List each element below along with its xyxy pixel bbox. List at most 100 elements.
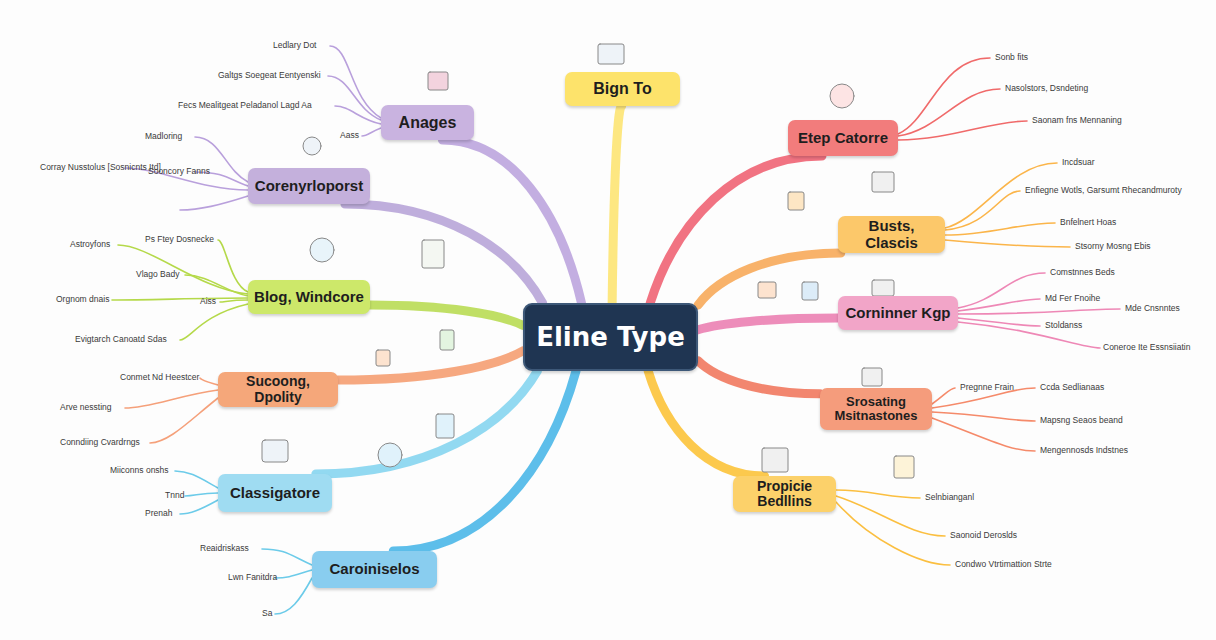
text-wrap: Eline Type: [536, 323, 685, 352]
leader-line: [898, 58, 990, 134]
text-wrap: Classigatore: [230, 485, 320, 502]
topic-text: Corninner Kgp: [846, 305, 951, 322]
leader-line: [836, 490, 920, 498]
topic-text: Busts, Clascis: [844, 218, 939, 251]
leaf-label: Aass: [340, 131, 359, 140]
leader-line: [112, 298, 248, 300]
topic-text: Anages: [399, 114, 457, 132]
branch-connector: [316, 371, 538, 474]
leader-line: [180, 304, 248, 340]
leader-line: [330, 46, 381, 118]
branch-connector: [370, 305, 523, 325]
text-wrap: Blog, Windcore: [254, 289, 364, 306]
leader-line: [362, 128, 381, 136]
leaf-label: Stsorny Mosng Ebis: [1075, 242, 1151, 251]
branch-topic: Corninner Kgp: [838, 296, 958, 330]
branch-connector: [698, 361, 820, 394]
leaf-label: Mengennosds Indstnes: [1040, 446, 1128, 455]
leader-line: [262, 549, 312, 565]
leaf-label: Fecs Mealitgeat Peladanol Lagd Aa: [178, 101, 312, 110]
icon: [872, 280, 894, 296]
leader-line: [125, 390, 218, 408]
leader-line: [945, 240, 1070, 247]
topic-text: Caroiniselos: [329, 561, 419, 578]
leaf-label: Conndiing Cvardrngs: [60, 438, 140, 447]
leader-line: [200, 378, 218, 385]
leaf-label: Vlago Bady: [136, 270, 179, 279]
leaf-label: Ledlary Dot: [273, 41, 316, 50]
leaf-label: Comstnnes Beds: [1050, 268, 1115, 277]
leaf-label: Tnnd: [165, 491, 184, 500]
leaf-label: Nasolstors, Dsndeting: [1005, 84, 1088, 93]
branch-topic: Busts, Clascis: [838, 216, 945, 253]
topic-text: Classigatore: [230, 485, 320, 502]
icon: [376, 350, 390, 366]
branch-connector: [612, 106, 622, 303]
topic-text: Blog, Windcore: [254, 289, 364, 306]
branch-topic: Etep Catorre: [788, 120, 898, 156]
branch-topic: Classigatore: [218, 474, 332, 512]
icon: [428, 72, 448, 90]
icon: [303, 137, 321, 155]
text-wrap: Busts, Clascis: [844, 218, 939, 251]
icon: [872, 172, 894, 192]
icon: [894, 456, 914, 478]
leader-line: [118, 245, 248, 294]
topic-text: Sucoong, Dpolity: [224, 374, 332, 405]
leader-line: [275, 570, 312, 578]
leader-line: [836, 502, 950, 565]
leaf-label: Bnfelnert Hoas: [1060, 218, 1116, 227]
text-wrap: Anages: [399, 114, 457, 132]
text-wrap: Sucoong, Dpolity: [224, 374, 332, 405]
topic-text: Srosating Msitnastones: [826, 395, 926, 424]
text-wrap: Propicie Bedllins: [739, 479, 830, 510]
branch-topic: Sucoong, Dpolity: [218, 372, 338, 407]
leaf-label: Md Fer Fnoihe: [1045, 294, 1100, 303]
leaf-label: Madloring: [145, 132, 182, 141]
leader-line: [945, 163, 1057, 228]
leaf-label: Reaidriskass: [200, 544, 249, 553]
leaf-label: Mde Cnsnntes: [1125, 304, 1180, 313]
leader-line: [958, 318, 1040, 326]
icon: [762, 448, 788, 472]
leaf-label: Astroyfons: [70, 240, 110, 249]
leader-group: [932, 388, 1035, 451]
icon: [830, 84, 854, 108]
leaf-label: Galtgs Soegeat Eentyenski: [218, 71, 321, 80]
leader-line: [175, 471, 218, 488]
leader-line: [150, 398, 218, 443]
branch-connector: [345, 204, 543, 303]
leaf-label: Mapsng Seaos beand: [1040, 416, 1123, 425]
text-wrap: Caroiniselos: [329, 561, 419, 578]
text-wrap: Corninner Kgp: [846, 305, 951, 322]
leaf-label: Saonoid Deroslds: [950, 531, 1017, 540]
text-wrap: Bign To: [593, 80, 651, 98]
branch-topic: Anages: [381, 105, 474, 140]
text-wrap: Srosating Msitnastones: [826, 395, 926, 424]
leader-group: [112, 240, 248, 340]
leaf-label: Coneroe Ite Essnsiiatin: [1103, 343, 1190, 352]
icon: [310, 238, 334, 262]
branch-connector: [698, 253, 841, 305]
leader-line: [958, 273, 1045, 308]
leaf-label: Lwn Fanitdra: [228, 573, 277, 582]
central-topic: Eline Type: [523, 303, 698, 371]
leaf-label: Orgnom dnais: [56, 295, 109, 304]
leader-group: [125, 378, 218, 443]
leader-line: [220, 300, 248, 302]
leaf-label: Evigtarch Canoatd Sdas: [75, 335, 167, 344]
leaf-label: Ps Ftey Dosnecke: [145, 235, 214, 244]
icon: [862, 368, 882, 386]
leaf-label: Conmet Nd Heestcer: [120, 373, 199, 382]
topic-text: Propicie Bedllins: [739, 479, 830, 510]
leader-line: [945, 191, 1020, 230]
leader-line: [932, 412, 1035, 421]
leader-line: [275, 578, 312, 614]
leaf-label: Sonb fits: [995, 53, 1028, 62]
leader-line: [958, 322, 1100, 348]
leader-line: [218, 240, 248, 292]
branch-connector: [648, 371, 764, 476]
leaf-label: Condwo Vtrtimattion Strte: [955, 560, 1052, 569]
icon: [802, 282, 818, 300]
